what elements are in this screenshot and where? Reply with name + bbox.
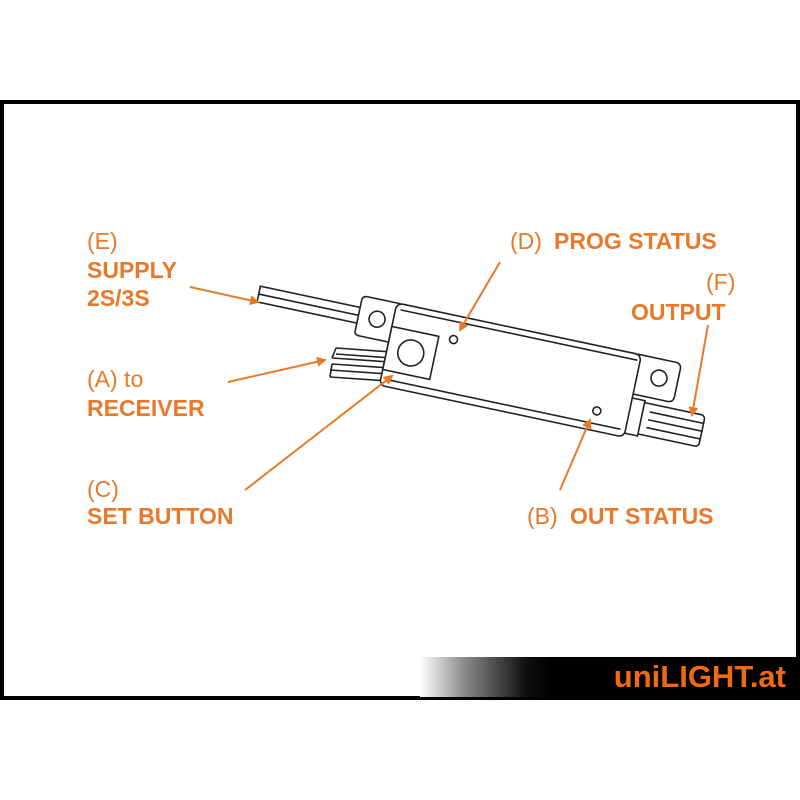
arrow-supply [189, 286, 260, 306]
label-a-letter: (A) to [87, 366, 143, 392]
label-c-letter: (C) [87, 476, 119, 502]
prog-status-led [448, 334, 459, 345]
label-c-name: SET BUTTON [87, 503, 234, 529]
label-e-letter: (E) [87, 228, 118, 254]
arrow-receiver [227, 356, 327, 383]
receiver-pins [329, 347, 393, 382]
arrow-prog-status [458, 261, 501, 332]
arrow-set-button [244, 374, 394, 491]
right-mount-hole [650, 369, 668, 387]
out-status-led [592, 406, 602, 416]
brand-logo: uniLIGHT.at [613, 659, 786, 694]
label-e-name: SUPPLY [87, 257, 177, 283]
label-a-name: RECEIVER [87, 395, 205, 421]
brand-bar: uniLIGHT.at [420, 657, 796, 697]
label-b-letter: (B) [527, 503, 558, 529]
arrow-output [688, 324, 709, 417]
label-f-name: OUTPUT [631, 299, 726, 325]
label-e-sub: 2S/3S [87, 285, 150, 311]
label-b-name: OUT STATUS [570, 503, 714, 529]
label-f-letter: (F) [706, 269, 735, 295]
label-d-letter: (D) [510, 228, 542, 254]
set-button [396, 339, 425, 367]
left-mount-hole [368, 310, 386, 329]
label-d-name: PROG STATUS [554, 228, 717, 254]
arrow-out-status [559, 418, 592, 491]
